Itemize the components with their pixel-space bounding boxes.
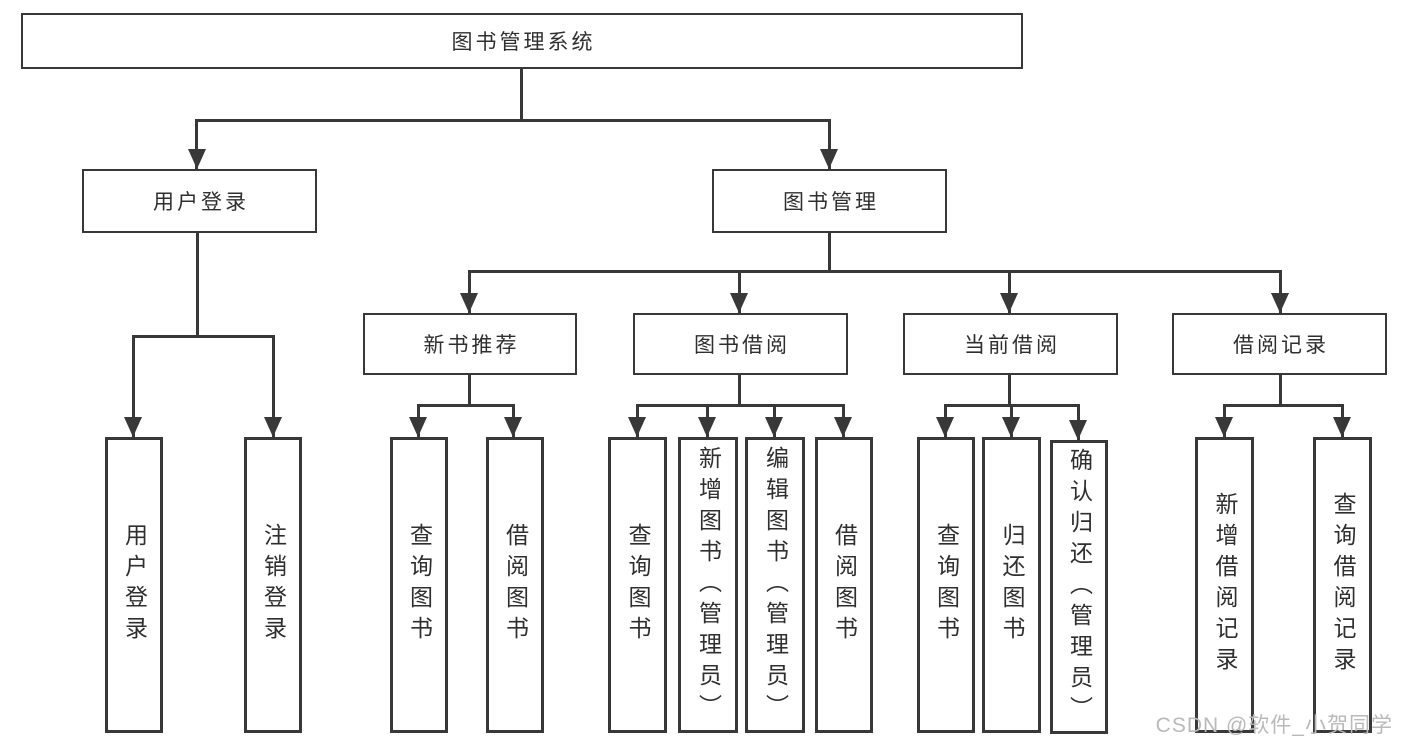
leaf-bb-add-books-admin-label: 新增图书（管理员） (695, 445, 722, 725)
connector-drop-new-book (468, 270, 471, 313)
node-new-book-recommend-label: 新书推荐 (423, 334, 520, 357)
connector-borrowing-records-stem (1279, 375, 1282, 405)
connector-book-borrowing-branch (636, 404, 845, 407)
arrowhead-book-borrowing-icon (730, 293, 748, 313)
arrowhead-nb-borrow-icon (504, 417, 522, 437)
leaf-bb-add-books-admin: 新增图书（管理员） (678, 437, 738, 733)
arrowhead-bb-borrow-icon (834, 417, 852, 437)
leaf-br-query-record-label: 查询借阅记录 (1330, 492, 1356, 678)
node-book-management-label: 图书管理 (783, 191, 879, 214)
leaf-bb-query-books-label: 查询图书 (625, 523, 651, 647)
leaf-nb-query-books: 查询图书 (390, 437, 448, 733)
connector-drop-ul-logout (272, 335, 275, 437)
connector-drop-ul-login (132, 335, 135, 437)
arrowhead-ul-logout-icon (264, 417, 282, 437)
connector-root-stem (520, 69, 523, 120)
leaf-nb-borrow-books: 借阅图书 (486, 437, 544, 733)
arrowhead-user-login-icon (188, 149, 206, 169)
arrowhead-ul-login-icon (124, 417, 142, 437)
node-borrowing-records: 借阅记录 (1172, 313, 1387, 375)
arrowhead-br-query-icon (1333, 417, 1351, 437)
leaf-cb-confirm-return-admin: 确认归还（管理员） (1050, 440, 1108, 734)
leaf-bb-query-books: 查询图书 (608, 437, 667, 733)
leaf-cb-return-books-label: 归还图书 (999, 523, 1025, 647)
connector-new-book-stem (468, 375, 471, 405)
connector-book-borrowing-stem (738, 375, 741, 405)
arrowhead-bb-edit-icon (765, 417, 783, 437)
leaf-nb-borrow-books-label: 借阅图书 (502, 523, 529, 647)
arrowhead-cb-confirm-icon (1069, 420, 1087, 440)
leaf-br-query-record: 查询借阅记录 (1313, 437, 1372, 733)
node-book-borrowing-label: 图书借阅 (694, 334, 790, 357)
arrowhead-nb-query-icon (409, 417, 427, 437)
leaf-logout: 注销登录 (244, 437, 302, 733)
node-root-label: 图书管理系统 (451, 31, 596, 54)
node-borrowing-records-label: 借阅记录 (1233, 334, 1329, 357)
connector-book-management-branch (468, 270, 1282, 273)
arrowhead-new-book-icon (460, 293, 478, 313)
leaf-br-add-record: 新增借阅记录 (1195, 437, 1254, 733)
node-current-borrowing-label: 当前借阅 (964, 334, 1060, 357)
leaf-cb-query-books-label: 查询图书 (933, 523, 960, 647)
node-user-login: 用户登录 (82, 169, 317, 233)
leaf-bb-edit-books-admin-label: 编辑图书（管理员） (762, 445, 789, 725)
connector-user-login-stem (196, 233, 199, 336)
node-current-borrowing: 当前借阅 (903, 313, 1118, 375)
node-root: 图书管理系统 (21, 13, 1023, 69)
leaf-user-login: 用户登录 (105, 437, 163, 733)
connector-borrowing-records-branch (1223, 404, 1344, 407)
leaf-nb-query-books-label: 查询图书 (406, 523, 433, 647)
arrowhead-borrowing-records-icon (1271, 293, 1289, 313)
arrowhead-cb-return-icon (1002, 417, 1020, 437)
connector-drop-user-login (195, 119, 198, 169)
node-book-management: 图书管理 (712, 169, 947, 233)
connector-root-branch (196, 119, 831, 122)
connector-current-borrowing-stem (1008, 375, 1011, 405)
arrowhead-br-add-icon (1215, 417, 1233, 437)
connector-drop-book-management (828, 119, 831, 169)
arrowhead-current-borrowing-icon (1000, 293, 1018, 313)
leaf-logout-label: 注销登录 (260, 523, 287, 647)
leaf-user-login-label: 用户登录 (121, 523, 148, 647)
leaf-bb-borrow-books: 借阅图书 (815, 437, 873, 733)
leaf-bb-borrow-books-label: 借阅图书 (831, 523, 858, 647)
leaf-cb-confirm-return-admin-label: 确认归还（管理员） (1066, 447, 1093, 727)
arrowhead-bb-query-icon (628, 417, 646, 437)
connector-drop-borrowing-records (1279, 270, 1282, 313)
csdn-watermark: CSDN @软件_小贺同学 (1155, 714, 1393, 737)
connector-user-login-branch (132, 335, 275, 338)
leaf-cb-return-books: 归还图书 (982, 437, 1041, 733)
connector-new-book-branch (417, 404, 515, 407)
arrowhead-bb-add-icon (698, 417, 716, 437)
node-new-book-recommend: 新书推荐 (363, 313, 577, 375)
leaf-bb-edit-books-admin: 编辑图书（管理员） (745, 437, 805, 733)
arrowhead-cb-query-icon (936, 417, 954, 437)
connector-drop-current-borrowing (1008, 270, 1011, 313)
connector-drop-book-borrowing (738, 270, 741, 313)
node-user-login-label: 用户登录 (153, 191, 249, 214)
arrowhead-book-management-icon (820, 149, 838, 169)
leaf-br-add-record-label: 新增借阅记录 (1212, 492, 1238, 678)
node-book-borrowing: 图书借阅 (633, 313, 848, 375)
connector-book-management-stem (828, 233, 831, 271)
leaf-cb-query-books: 查询图书 (917, 437, 975, 733)
